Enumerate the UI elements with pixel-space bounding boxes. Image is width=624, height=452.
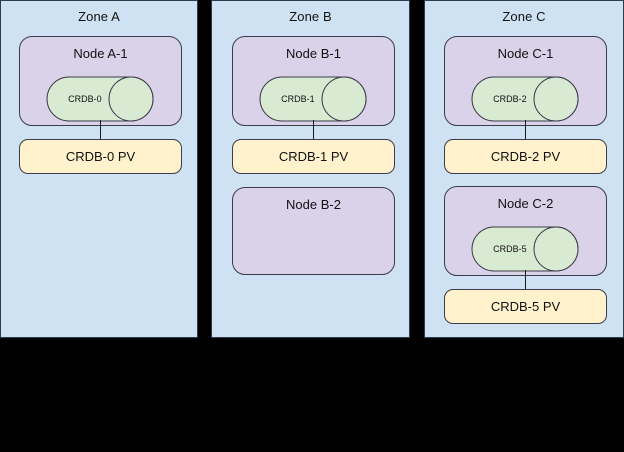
connector-node-a-1-to-pv [100, 120, 101, 140]
node-a-1[interactable]: Node A-1 CRDB-0 [19, 36, 182, 126]
node-c-2-title: Node C-2 [497, 196, 554, 211]
connector-node-c-1-to-pv [525, 120, 526, 140]
database-cylinder-crdb-1[interactable]: CRDB-1 [259, 76, 367, 122]
node-a-1-title: Node A-1 [73, 46, 128, 61]
node-b-1-title: Node B-1 [286, 46, 341, 61]
zone-b[interactable]: Zone B Node B-1 CRDB-1 CRDB-1 PV Node B-… [211, 0, 410, 338]
pv-crdb-0[interactable]: CRDB-0 PV [19, 139, 182, 174]
database-cylinder-crdb-5[interactable]: CRDB-5 [471, 226, 579, 272]
zone-c[interactable]: Zone C Node C-1 CRDB-2 CRDB-2 PV Node C-… [424, 0, 624, 338]
node-b-1[interactable]: Node B-1 CRDB-1 [232, 36, 395, 126]
pv-crdb-2-label: CRDB-2 PV [490, 149, 561, 164]
node-c-2[interactable]: Node C-2 CRDB-5 [444, 186, 607, 276]
database-cylinder-crdb-2[interactable]: CRDB-2 [471, 76, 579, 122]
node-b-2-title: Node B-2 [286, 197, 341, 212]
zone-b-title: Zone B [289, 9, 332, 24]
node-c-1[interactable]: Node C-1 CRDB-2 [444, 36, 607, 126]
pv-crdb-2[interactable]: CRDB-2 PV [444, 139, 607, 174]
pv-crdb-1[interactable]: CRDB-1 PV [232, 139, 395, 174]
node-b-2[interactable]: Node B-2 [232, 187, 395, 275]
connector-node-c-2-to-pv [525, 270, 526, 290]
zone-a-title: Zone A [78, 9, 120, 24]
connector-node-b-1-to-pv [313, 120, 314, 140]
pv-crdb-1-label: CRDB-1 PV [278, 149, 349, 164]
pv-crdb-5-label: CRDB-5 PV [490, 299, 561, 314]
node-c-1-title: Node C-1 [497, 46, 554, 61]
pv-crdb-0-label: CRDB-0 PV [65, 149, 136, 164]
zone-a[interactable]: Zone A Node A-1 CRDB-0 CRDB-0 PV [0, 0, 198, 338]
zone-c-title: Zone C [502, 9, 546, 24]
pv-crdb-5[interactable]: CRDB-5 PV [444, 289, 607, 324]
database-cylinder-crdb-0[interactable]: CRDB-0 [46, 76, 154, 122]
